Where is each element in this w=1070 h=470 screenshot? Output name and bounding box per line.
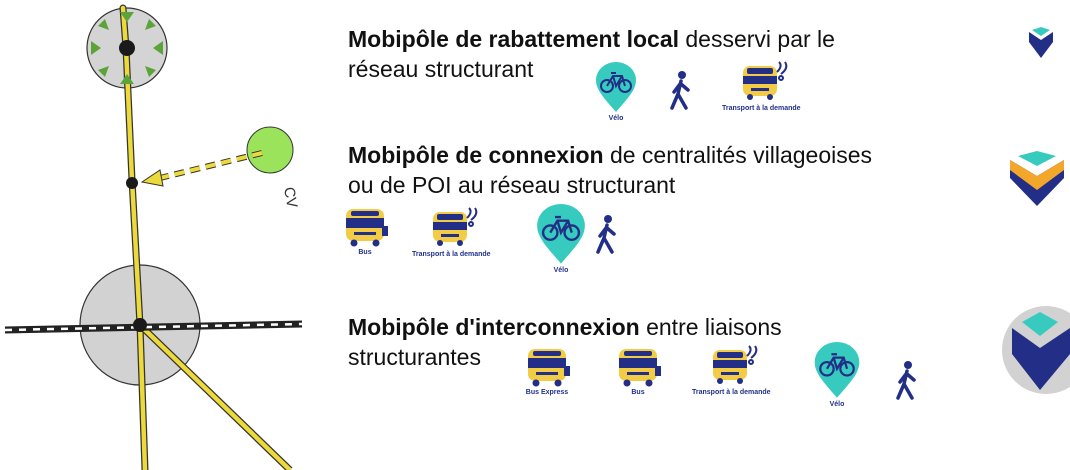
bus-icon: Bus (342, 206, 388, 256)
row-title-rest: entre liaisons (639, 314, 782, 340)
bus-label: Bus (631, 389, 645, 396)
transport-demand-label: Transport à la demande (722, 105, 801, 112)
row-connection: Mobipôle de connexion de centralités vil… (348, 140, 872, 200)
transport-demand-icon: Transport à la demande (692, 344, 771, 396)
transport-demand-icon: Transport à la demande (412, 206, 491, 258)
pedestrian-icon (666, 70, 694, 110)
bus-icon: Bus (615, 346, 661, 396)
row-title-line: Mobipôle de connexion de centralités vil… (348, 140, 872, 170)
velo-icon: Vélo (812, 342, 862, 408)
rail-line (4, 320, 303, 334)
bus-express-icon: Bus Express (524, 346, 570, 396)
bus-express-label: Bus Express (525, 389, 569, 396)
row-title-bold: Mobipôle d'interconnexion (348, 314, 640, 340)
row-title-rest: de centralités villageoises (603, 142, 873, 168)
pedestrian-icon (592, 214, 620, 254)
local-hub-node (119, 40, 135, 56)
velo-icon: Vélo (594, 62, 638, 122)
transport-demand-label: Transport à la demande (412, 251, 491, 258)
row-subtitle-line: ou de POI au réseau structurant (348, 172, 676, 198)
badge-local-icon (1029, 27, 1053, 58)
mobipole-sketch: CV (4, 4, 303, 470)
converging-arrows (91, 12, 163, 84)
cv-dashed-arrow (140, 150, 263, 187)
transport-demand-icon: Transport à la demande (722, 60, 801, 112)
row-interconnection: Mobipôle d'interconnexion entre liaisons… (348, 312, 782, 372)
badge-connection-icon (1010, 151, 1064, 206)
badge-interconnection-icon (1002, 306, 1070, 394)
row-title-line: Mobipôle de rabattement local desservi p… (348, 24, 835, 54)
row-title-bold: Mobipôle de rabattement local (348, 26, 679, 52)
cv-label: CV (280, 186, 300, 209)
interconnection-node (133, 318, 147, 332)
row-subtitle-line: réseau structurant (348, 56, 534, 82)
velo-icon: Vélo (534, 204, 588, 274)
velo-label: Vélo (608, 115, 624, 122)
row-title-bold: Mobipôle de connexion (348, 142, 604, 168)
row-title-rest: desservi par le (679, 26, 835, 52)
cv-circle (246, 126, 294, 174)
pedestrian-icon (892, 360, 920, 400)
row-subtitle-line: structurantes (348, 344, 481, 370)
row-local-feeder: Mobipôle de rabattement local desservi p… (348, 24, 835, 84)
transport-demand-label: Transport à la demande (692, 389, 771, 396)
velo-label: Vélo (553, 267, 569, 274)
bus-label: Bus (358, 249, 372, 256)
connection-node (126, 177, 138, 189)
row-title-line: Mobipôle d'interconnexion entre liaisons (348, 312, 782, 342)
velo-label: Vélo (829, 401, 845, 408)
